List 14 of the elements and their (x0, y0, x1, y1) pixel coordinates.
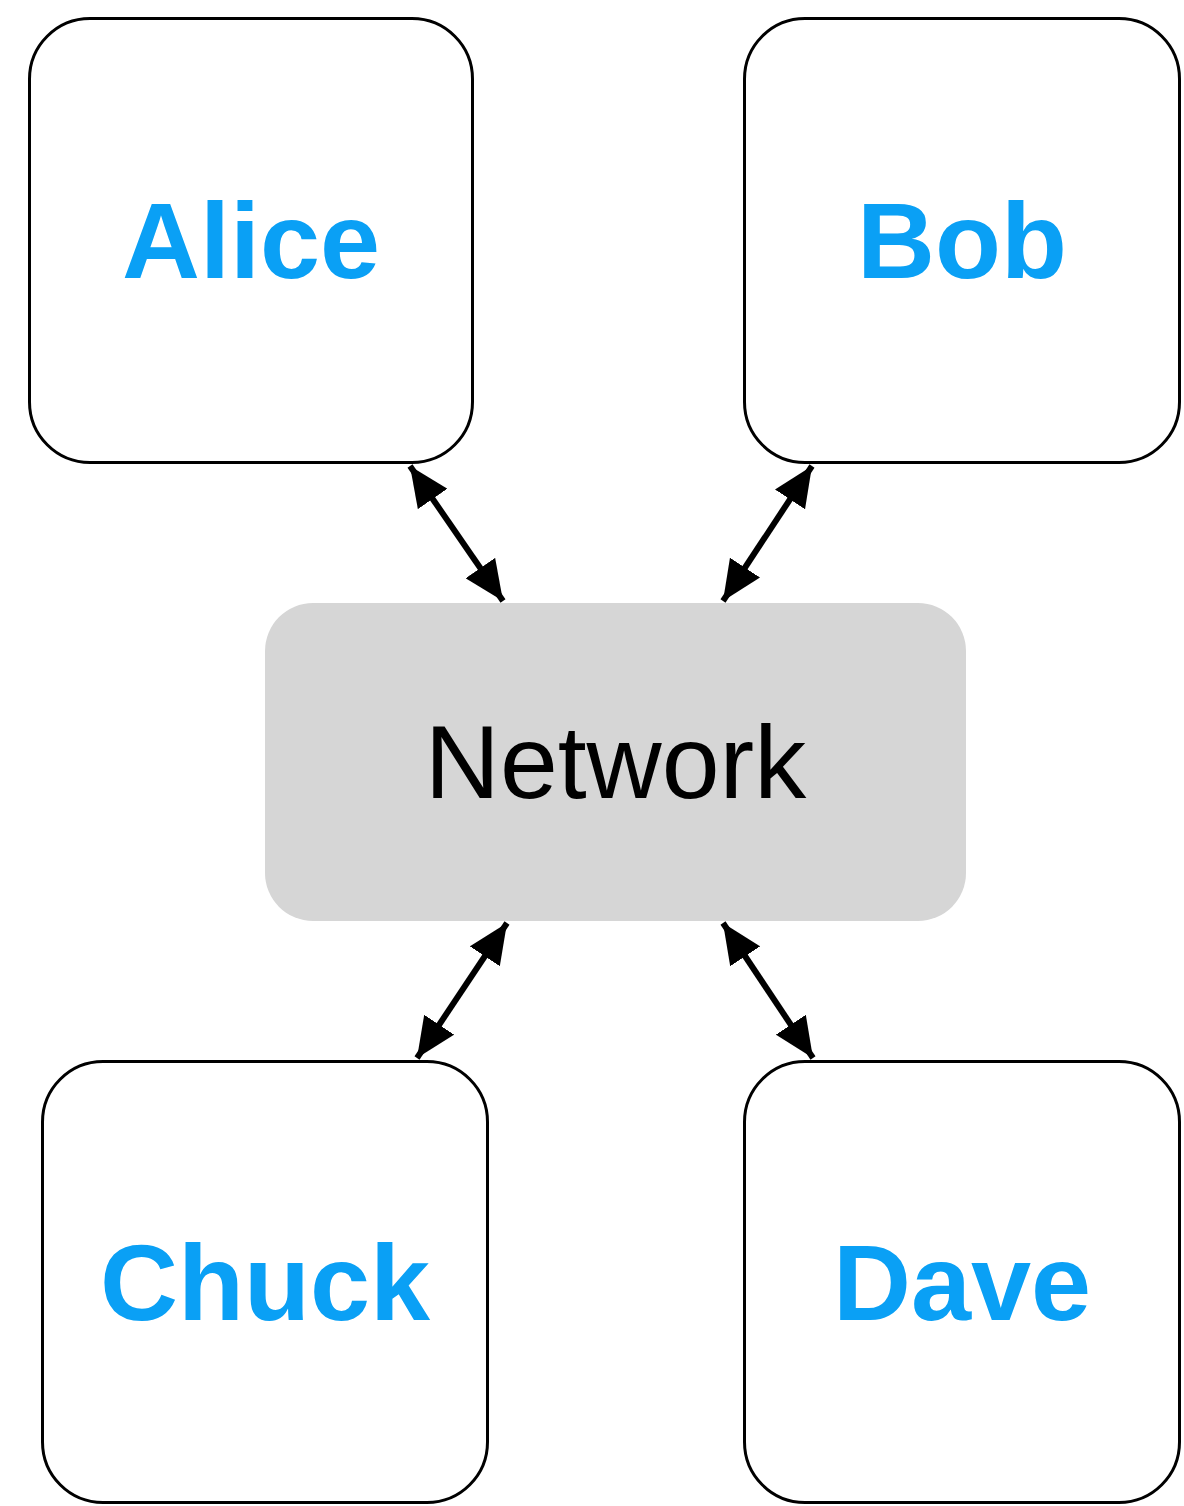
network-box (265, 603, 966, 921)
double-arrow (407, 464, 506, 603)
participant-box (41, 1060, 489, 1504)
participant-name: Chuck (99, 1220, 431, 1345)
participant-name: Alice (121, 179, 381, 303)
participant-box (743, 17, 1181, 464)
participant-name: Bob (857, 179, 1067, 303)
participant-name: Dave (832, 1220, 1092, 1345)
double-arrow (720, 921, 816, 1060)
network-label: Network (424, 702, 807, 822)
double-arrow (414, 921, 510, 1060)
participant-box (743, 1060, 1181, 1504)
participant-box (28, 17, 474, 464)
double-arrow (720, 464, 815, 603)
